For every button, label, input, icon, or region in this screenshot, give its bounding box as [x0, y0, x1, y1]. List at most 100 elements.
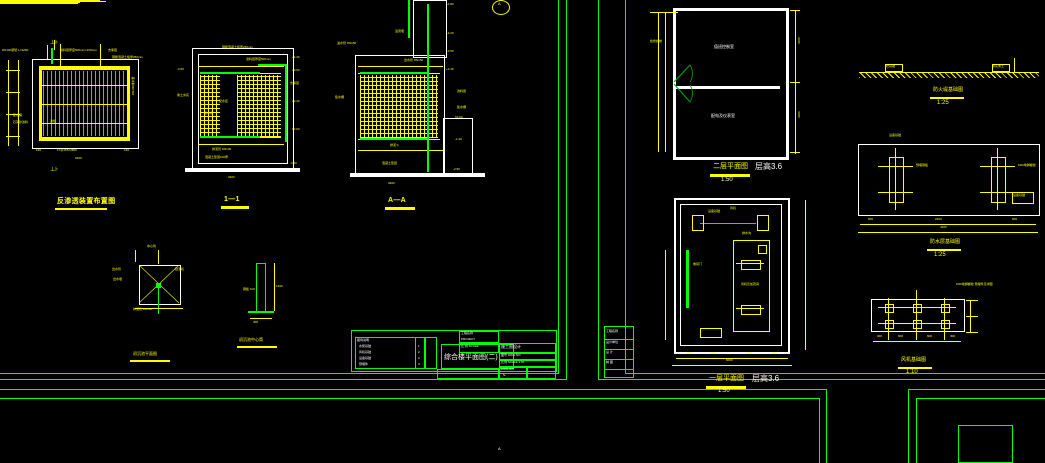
- tb-dwgno-cell: [499, 367, 527, 379]
- d10-axis-h2: [878, 323, 956, 324]
- d1-left-tick-1: [6, 70, 20, 71]
- d1-side-note: DN200排水管: [131, 76, 135, 95]
- rtb-divider-2: [604, 359, 634, 360]
- d1-section-mark-top: ⊥⊦: [50, 40, 59, 46]
- d1-left-dim-v: [8, 60, 9, 146]
- d4-title: 初沉池平面图: [133, 351, 157, 356]
- d7-pipe-box-r: [757, 215, 769, 231]
- sheet-frame-right-inner: [625, 0, 1045, 374]
- d4-note-0: 中心筒: [147, 244, 157, 248]
- d7-note-3: 排水沟: [742, 231, 752, 235]
- d5-dim-label: 1200: [276, 284, 283, 288]
- d4-center-tube: [156, 283, 161, 288]
- d10-title: 风机基础图: [901, 357, 927, 363]
- rtb-divider-3: [604, 369, 634, 370]
- d2-note-left: -0.50: [177, 67, 184, 71]
- d10-dim-2: 600: [927, 334, 933, 338]
- d9-legend-box: [1012, 192, 1034, 204]
- d2-title-underline: [221, 206, 249, 209]
- d9-scale: 1:25: [934, 252, 946, 258]
- d5-dim-label2: 400: [253, 320, 259, 324]
- d5-flange: [248, 311, 274, 313]
- d7-inner-wall: [680, 204, 782, 346]
- d9-bolt-right: [991, 157, 1006, 203]
- d2-note-2: 支承层: [290, 81, 300, 85]
- d9-dim-3-label: 4200: [940, 225, 947, 229]
- d9-outer-box: [858, 144, 1040, 216]
- d4-note-1: 刮泥机: [175, 267, 185, 271]
- sheet-frame-left: [0, 0, 567, 380]
- d1-leader-a: [47, 45, 48, 59]
- d4-leader-2: [158, 250, 159, 264]
- d1-outer-box: [32, 59, 139, 149]
- d10-bolt-5: [913, 320, 922, 329]
- d2-level-2: +2.40: [292, 99, 300, 103]
- d6-door-swing-icons: [673, 64, 693, 103]
- d1-bottom-band: [39, 137, 130, 141]
- d2-level-4: -0.50: [290, 161, 297, 165]
- d3-media-hatch: [360, 75, 438, 138]
- d3-level-2: +3.50: [446, 49, 454, 53]
- d3-rail-upper: [358, 66, 443, 67]
- d10-axis-v1: [888, 298, 889, 340]
- d3-base-slab: [350, 173, 485, 177]
- d10-note-0: M16地脚螺栓 预埋件见详图: [956, 282, 993, 286]
- d2-riser-pipe: [285, 64, 287, 142]
- d7-drain-box: [700, 328, 722, 338]
- tb-legend-col-sym: [415, 337, 425, 369]
- d1-left-tick-2: [6, 92, 20, 93]
- d3-level-4: ±0.00: [455, 115, 463, 119]
- tb-legend-row-1: 风机基础: [359, 350, 372, 354]
- tb-dwgno-label: DWG.NO.: [501, 367, 515, 371]
- d10-side-t2: [966, 316, 978, 317]
- d1-rail-1: [42, 85, 128, 86]
- d6-dim-0: 3300: [797, 37, 801, 44]
- d7-dim-4: 6000: [726, 358, 733, 362]
- d1-dim-line-2: [0, 1, 106, 2]
- d3-level-3: +2.40: [446, 67, 454, 71]
- d7-pipe-run: [700, 223, 756, 224]
- d6-door-jamb-1: [673, 8, 676, 60]
- d6-room-1: 配电及仪表室: [711, 113, 735, 118]
- d1-right-bar: [127, 66, 130, 141]
- d10-bolt-4: [885, 320, 894, 329]
- d2-title: 1—1: [224, 196, 240, 203]
- d2-green-rail-1: [200, 72, 260, 74]
- d2-dim-line: [0, 2, 80, 3]
- d8-ground-hatch: [859, 73, 1039, 78]
- d9-legend-text: 设备基础: [1013, 193, 1026, 197]
- d7-subtitle: 层高3.6: [752, 374, 780, 383]
- d6-scale: 1:50: [721, 177, 733, 183]
- d6-title-underline: [710, 174, 750, 177]
- d4-leader-1: [135, 250, 136, 262]
- d7-dim-2: 1200: [745, 351, 752, 355]
- d6-note-0: 检修爬梯: [650, 39, 663, 43]
- d6-ladder-v2: [665, 12, 666, 152]
- d2-rail-upper: [198, 66, 284, 67]
- d10-dim-0: 300: [877, 334, 883, 338]
- tb-right-text-0: 图号 DWG.NO.: [501, 353, 522, 357]
- d7-dim-3: 900: [772, 351, 778, 355]
- d1-riser: [51, 48, 53, 64]
- d1-left-tick-4: [6, 136, 20, 137]
- detail-balloon-icon: [492, 0, 510, 15]
- sheet-frame-lower-left: [0, 389, 827, 463]
- d2-rail-lower: [198, 144, 284, 145]
- d4-note-left: 出水管: [112, 267, 122, 271]
- d9-dim-0: 600: [868, 217, 874, 221]
- tb-project-label-cn: 工程名称: [461, 331, 474, 335]
- d3-note-0: 溢流堰: [395, 29, 405, 33]
- detail-balloon-label: A: [498, 1, 501, 6]
- d1-rail-2: [42, 104, 128, 105]
- d9-bolt-left-v: [895, 148, 896, 210]
- d1-section-mark-bottom: ⊥⊦: [50, 167, 59, 173]
- d7-dim-right: [805, 200, 806, 350]
- d1-left-dim-v2: [18, 60, 19, 146]
- d9-dim-2: [858, 232, 1038, 233]
- d4-box: [139, 265, 181, 305]
- d9-title-underline: [927, 249, 961, 251]
- d9-bolt-left: [889, 157, 904, 203]
- d8-note-0: 砼基础: [886, 64, 896, 68]
- d2-note-6: 混凝土垫层100厚: [205, 155, 229, 159]
